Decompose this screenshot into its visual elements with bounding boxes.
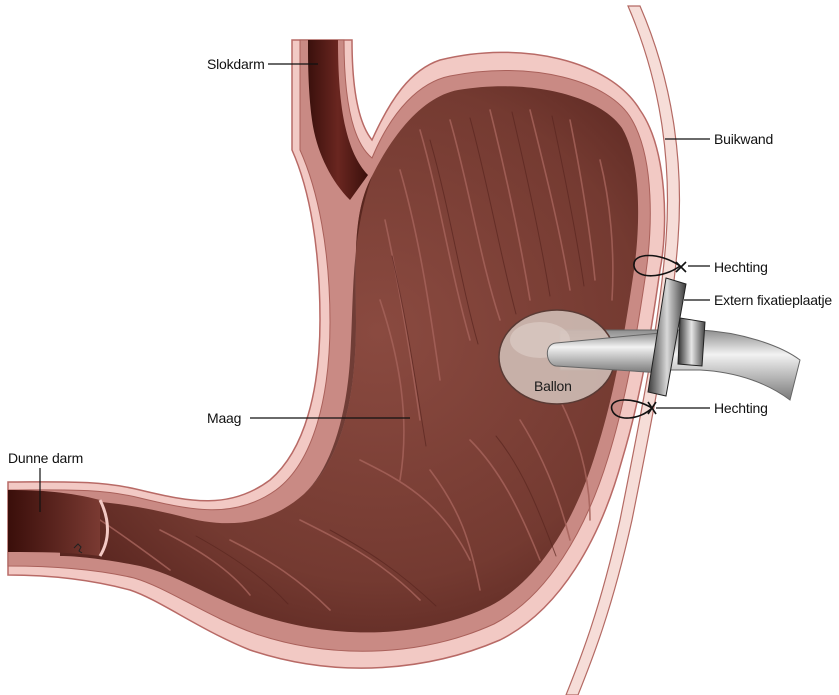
label-external-plate: Extern fixatieplaatje [714,292,832,308]
label-balloon: Ballon [534,378,572,394]
label-stomach: Maag [207,410,241,426]
label-esophagus: Slokdarm [207,56,265,72]
small-intestine [8,490,108,556]
label-suture-bottom: Hechting [714,400,768,416]
label-abdominal-wall: Buikwand [714,131,773,147]
label-suture-top: Hechting [714,259,768,275]
label-small-intestine: Dunne darm [8,450,83,466]
